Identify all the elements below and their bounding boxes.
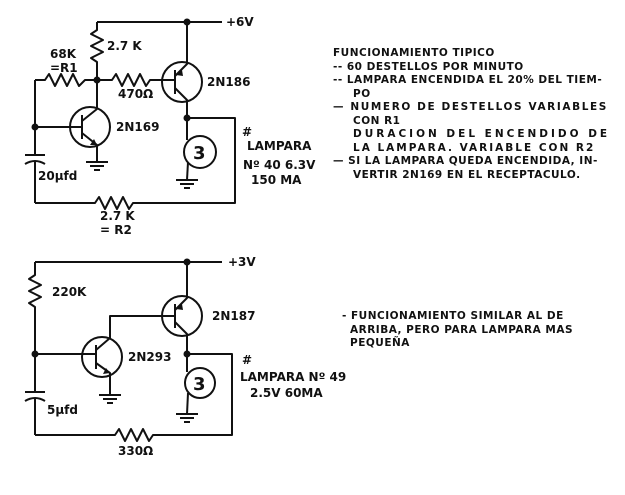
r1-name-label: =R1 <box>50 61 78 75</box>
ground-icon <box>99 394 121 404</box>
svg-text:3: 3 <box>193 374 206 395</box>
r2-resistor <box>35 117 236 210</box>
bias-resistor-220k <box>28 262 42 354</box>
top-collector-resistor <box>90 22 104 80</box>
transistor-2n187 <box>160 262 203 354</box>
note-line: -- 60 DESTELLOS POR MINUTO <box>333 60 524 73</box>
notes-top: FUNCIONAMIENTO TIPICO -- 60 DESTELLOS PO… <box>333 47 610 182</box>
base-resistor-470 <box>97 73 175 87</box>
notes-bottom: - FUNCIONAMIENTO SIMILAR AL DE ARRIBA, P… <box>342 310 573 351</box>
top-collector-resistor-label: 2.7 K <box>107 39 142 53</box>
feedback-resistor-label: 330Ω <box>118 444 153 458</box>
q1-label: 2N293 <box>128 350 171 364</box>
bottom-circuit: +3V 220K 2N293 2N187 5µfd 330Ω <box>24 255 346 458</box>
lamp-name: LAMPARA Nº 49 <box>240 370 346 384</box>
note-line: — SI LA LAMPARA QUEDA ENCENDIDA, IN- <box>333 155 598 167</box>
lamp-icon: 3 <box>184 354 216 415</box>
capacitor-label: 5µfd <box>47 403 78 417</box>
note-line: - FUNCIONAMIENTO SIMILAR AL DE <box>342 310 564 322</box>
note-line: FUNCIONAMIENTO TIPICO <box>333 47 495 59</box>
note-line: ARRIBA, PERO PARA LAMPARA MAS <box>350 323 574 336</box>
capacitor-label: 20µfd <box>38 169 77 183</box>
note-line: PEQUEÑA <box>350 337 410 349</box>
lamp-rating: 2.5V 60MA <box>250 386 323 400</box>
r1-value-label: 68K <box>50 47 77 61</box>
note-line: — NUMERO DE DESTELLOS VARIABLES <box>333 101 608 113</box>
top-circuit: +6V 2.7 K 68K =R1 470Ω 2N186 2N169 <box>24 15 316 237</box>
ground-icon <box>176 179 198 189</box>
note-line: PO <box>353 87 371 100</box>
top-supply-label: +6V <box>226 15 254 29</box>
note-line: VERTIR 2N169 EN EL RECEPTACULO. <box>353 168 581 181</box>
transistor-2n169 <box>35 80 111 162</box>
note-line: -- LAMPARA ENCENDIDA EL 20% DEL TIEM- <box>333 74 603 86</box>
lamp-mark: # <box>242 125 252 139</box>
bottom-supply-label: +3V <box>228 255 256 269</box>
r1-resistor <box>35 73 97 87</box>
lamp-icon: 3 <box>183 118 217 181</box>
r2-name-label: = R2 <box>100 223 132 237</box>
bias-resistor-label: 220K <box>52 285 87 299</box>
note-line: CON R1 <box>353 114 401 127</box>
transistor-2n293 <box>35 315 160 395</box>
transistor-2n186 <box>161 22 203 118</box>
lamp-number: Nº 40 6.3V <box>243 158 316 172</box>
lamp-current: 150 MA <box>251 173 302 187</box>
r2-value-label: 2.7 K <box>100 209 135 223</box>
q1-label: 2N169 <box>116 120 159 134</box>
feedback-resistor-330 <box>35 353 233 442</box>
ground-icon <box>86 161 108 171</box>
note-line: DURACION DEL ENCENDIDO DE <box>353 128 611 140</box>
lamp-name: LAMPARA <box>247 139 312 153</box>
base-resistor-label: 470Ω <box>118 87 153 101</box>
svg-text:3: 3 <box>193 143 206 164</box>
q2-label: 2N187 <box>212 309 255 323</box>
ground-icon <box>176 413 198 423</box>
lamp-mark: # <box>242 353 252 367</box>
note-line: LA LAMPARA. VARIABLE CON R2 <box>353 141 596 154</box>
q2-label: 2N186 <box>207 75 250 89</box>
